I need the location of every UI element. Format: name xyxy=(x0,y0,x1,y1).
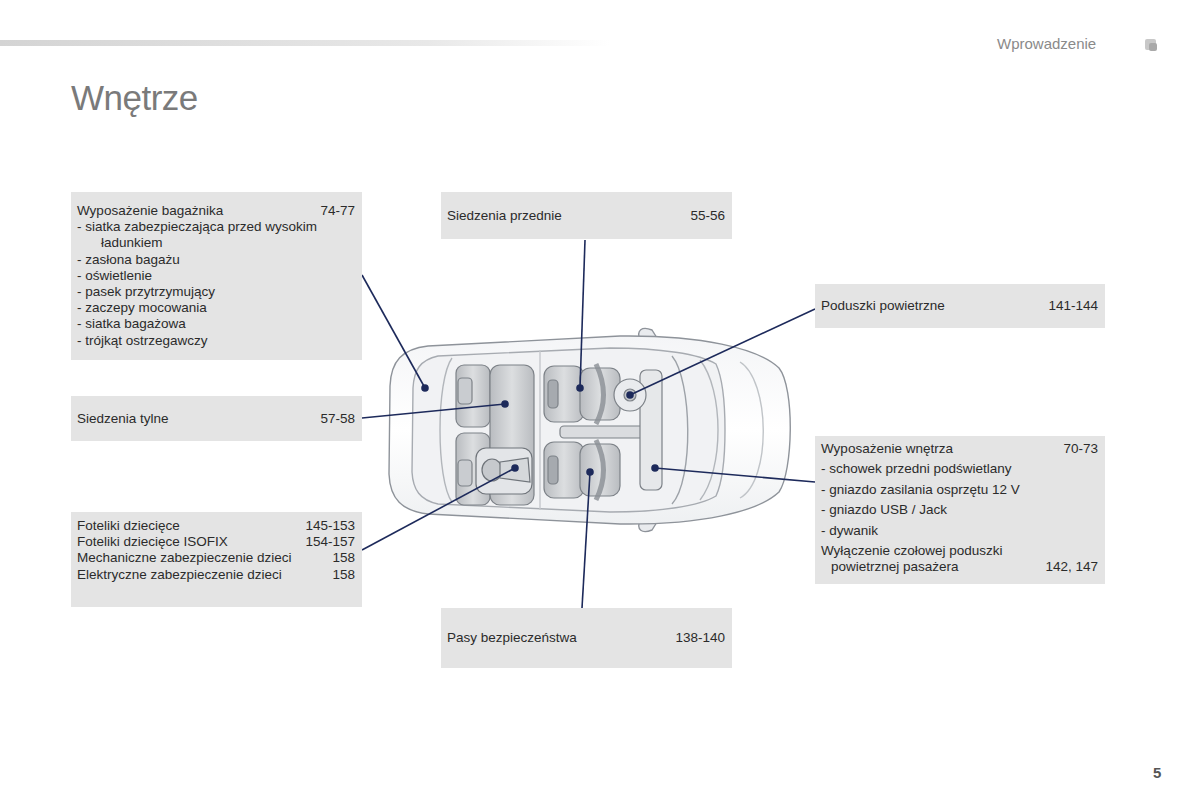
leader-lines xyxy=(362,240,815,608)
entry-text: - pasek przytrzymujący xyxy=(77,284,215,300)
page-reference: 138-140 xyxy=(669,630,725,646)
entry-text: - schowek przedni podświetlany xyxy=(821,461,1012,477)
entry-text: - oświetlenie xyxy=(77,268,168,284)
info-box: Siedzenia tylne 57-58 xyxy=(71,396,362,441)
entry-text: - siatka bagażowa xyxy=(77,316,186,332)
header-icon-shade xyxy=(1149,43,1157,51)
page-reference: 55-56 xyxy=(684,208,725,224)
header-icon xyxy=(1145,39,1156,50)
page-reference: 158 xyxy=(326,550,355,566)
entry-text: Poduszki powietrzne xyxy=(821,298,945,314)
page-title: Wnętrze xyxy=(71,78,198,118)
section-header: Wprowadzenie xyxy=(997,35,1096,52)
entry-text: Siedzenia tylne xyxy=(77,411,169,427)
info-box: Pasy bezpieczeństwa 138-140 xyxy=(441,608,732,668)
entry-text: - dywanik xyxy=(821,523,894,539)
entry-text: - zasłona bagażu xyxy=(77,252,180,268)
entry-text: - gniazdo USB / Jack xyxy=(821,502,947,518)
page-number: 5 xyxy=(1153,764,1161,781)
page-reference: 57-58 xyxy=(314,411,355,427)
info-box: Wyposażenie bagażnika 74-77- siatka zabez… xyxy=(71,192,362,360)
entry-text: Wyłączenie czołowej poduszki powietrznej… xyxy=(821,543,1039,575)
page-reference: 74-77 xyxy=(314,203,355,219)
info-box: Poduszki powietrzne 141-144 xyxy=(815,284,1105,328)
entry-text: Mechaniczne zabezpieczenie dzieci xyxy=(77,550,292,566)
entry-text: - gniazdo zasilania osprzętu 12 V xyxy=(821,482,1020,498)
entry-text: Wyposażenie bagażnika xyxy=(77,203,223,219)
entry-text: Siedzenia przednie xyxy=(447,208,562,224)
info-box: Siedzenia przednie 55-56 xyxy=(441,192,732,239)
entry-text: Pasy bezpieczeństwa xyxy=(447,630,577,646)
entry-text: Foteliki dziecięce xyxy=(77,518,180,534)
page-reference: 142, 147 xyxy=(1039,559,1098,575)
page-reference: 70-73 xyxy=(1057,441,1098,457)
entry-text: Wyposażenie wnętrza xyxy=(821,441,953,457)
child-seat xyxy=(476,448,532,494)
page-reference: 145-153 xyxy=(299,518,355,534)
entry-text: - siatka zabezpieczająca przed wysokim ł… xyxy=(77,219,341,251)
page-reference: 158 xyxy=(326,567,355,583)
entry-text: Foteliki dziecięce ISOFIX xyxy=(77,534,228,550)
info-box: Wyposażenie wnętrza 70-73 - schowek przedn… xyxy=(815,436,1105,584)
rear-bench xyxy=(456,365,534,505)
info-box: Foteliki dziecięce 145-153Foteliki dzieci… xyxy=(71,512,362,607)
entry-text: - zaczepy mocowania xyxy=(77,300,207,316)
car-top-view xyxy=(389,328,790,531)
entry-text: - trójkąt ostrzegawczy xyxy=(77,333,208,349)
page-reference: 154-157 xyxy=(299,534,355,550)
page-reference: 141-144 xyxy=(1042,298,1098,314)
entry-text: Elektryczne zabezpieczenie dzieci xyxy=(77,567,282,583)
header-bar xyxy=(0,40,610,46)
